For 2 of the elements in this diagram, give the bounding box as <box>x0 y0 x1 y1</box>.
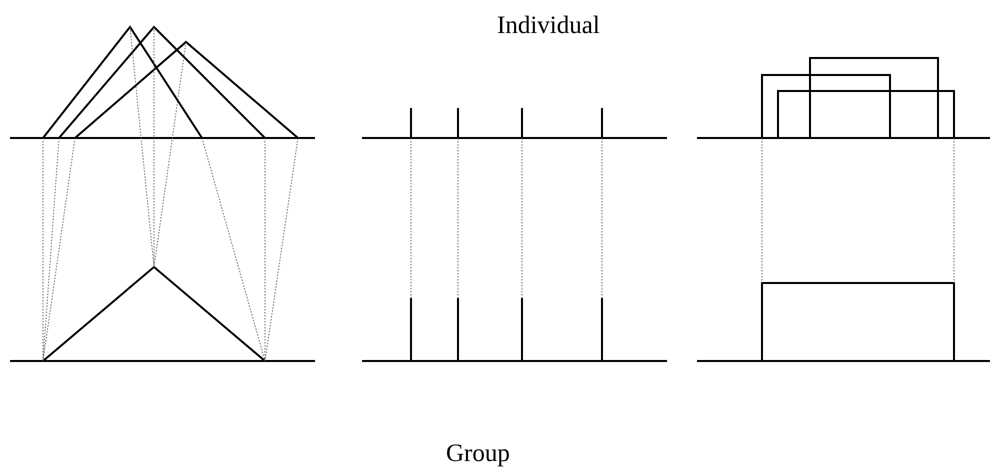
panel-caption: Individual <box>497 12 600 40</box>
panel-caption: Group <box>446 440 510 468</box>
